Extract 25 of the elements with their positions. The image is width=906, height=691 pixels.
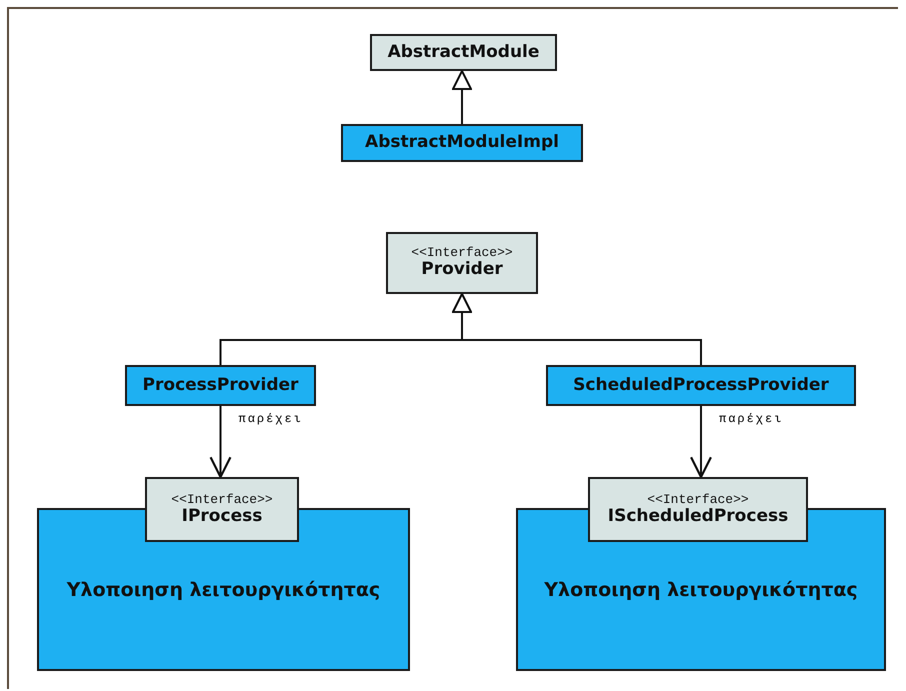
class-box <box>125 365 316 406</box>
class-name: IProcess <box>182 506 262 526</box>
arrow <box>210 406 232 478</box>
component-description: Υλοποιηση λειτουργικότητας <box>544 578 858 600</box>
class-box <box>341 124 583 162</box>
interface-box <box>588 477 808 542</box>
inheritance-arrow <box>452 70 472 124</box>
edge-label: παρέχει <box>719 413 784 426</box>
class-name: ProcessProvider <box>142 376 298 396</box>
class-name: ScheduledProcessProvider <box>573 376 829 396</box>
edge-label: παρέχει <box>238 413 303 426</box>
class-box <box>370 34 557 71</box>
interface-box <box>386 232 538 294</box>
stereotype-label: <<Interface>> <box>171 492 273 507</box>
stereotype-label: <<Interface>> <box>411 246 513 260</box>
interface-box <box>145 477 299 542</box>
class-name: IScheduledProcess <box>608 506 788 526</box>
component-description: Υλοποιηση λειτουργικότητας <box>66 578 380 600</box>
class-name: Provider <box>421 260 503 280</box>
arrow <box>690 406 712 478</box>
class-box <box>546 365 856 406</box>
class-name: AbstractModuleImpl <box>365 133 559 153</box>
class-name: AbstractModule <box>388 42 540 62</box>
inheritance-arrow <box>452 293 702 365</box>
stereotype-label: <<Interface>> <box>647 492 749 507</box>
